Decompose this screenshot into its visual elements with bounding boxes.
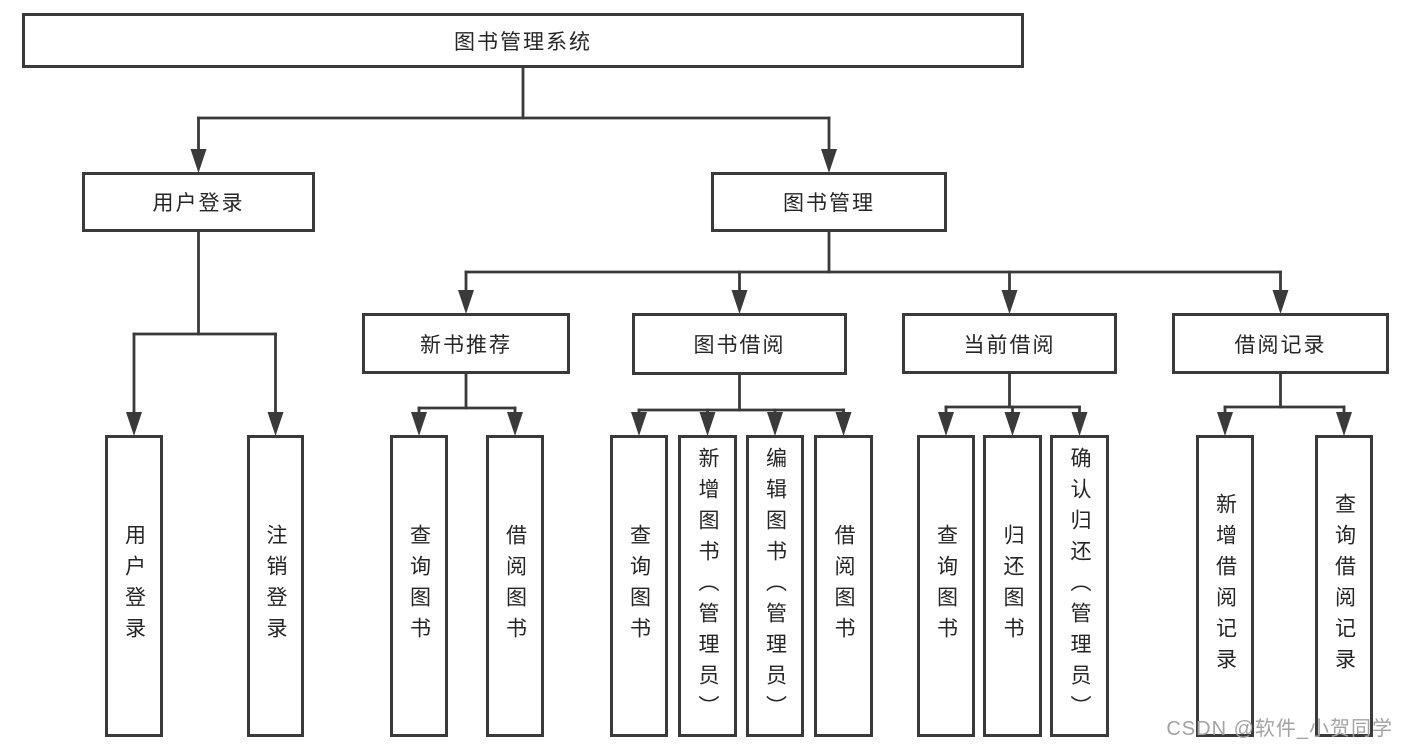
node-user-login: 用户登录 (82, 172, 315, 232)
node-nbr-query: 查询图书 (390, 435, 448, 737)
arrow-down-icon (1071, 412, 1088, 436)
arrow-down-icon (731, 290, 748, 314)
node-label: 注销登录 (264, 524, 287, 648)
node-label: 借阅图书 (832, 524, 855, 648)
arrow-down-icon (767, 412, 783, 436)
arrow-down-icon (190, 149, 207, 173)
node-login: 用户登录 (105, 435, 163, 737)
arrow-down-icon (938, 412, 954, 436)
node-root: 图书管理系统 (22, 13, 1024, 68)
node-label: 归还图书 (1001, 524, 1024, 648)
watermark: CSDN @软件_小贺同学 (1166, 718, 1393, 740)
node-bb-add: 新增图书（管理员） (678, 435, 737, 737)
arrow-down-icon (126, 412, 142, 436)
node-nbr-borrow: 借阅图书 (486, 435, 544, 737)
arrow-down-icon (1336, 412, 1352, 436)
node-new-book-rec: 新书推荐 (362, 313, 570, 374)
node-label: 借阅图书 (503, 524, 527, 648)
node-label: 用户登录 (122, 524, 146, 648)
arrow-down-icon (699, 412, 716, 436)
node-label: 查询图书 (934, 524, 958, 648)
arrow-down-icon (1001, 290, 1018, 314)
node-br-query: 查询借阅记录 (1315, 435, 1373, 737)
arrow-down-icon (821, 149, 837, 173)
arrow-down-icon (507, 412, 523, 436)
node-br-add: 新增借阅记录 (1196, 435, 1254, 737)
node-cb-query: 查询图书 (917, 435, 975, 737)
arrow-down-icon (458, 290, 474, 314)
node-label: 新增图书（管理员） (696, 446, 719, 726)
arrow-down-icon (267, 412, 284, 436)
node-logout: 注销登录 (247, 435, 304, 737)
arrow-down-icon (1272, 290, 1289, 314)
node-cb-return: 归还图书 (983, 435, 1042, 737)
node-book-mgmt: 图书管理 (711, 172, 947, 232)
node-label: 查询图书 (407, 524, 431, 648)
node-label: 新增借阅记录 (1213, 493, 1237, 679)
node-cb-confirm: 确认归还（管理员） (1050, 435, 1109, 737)
node-label: 确认归还（管理员） (1068, 446, 1091, 726)
node-bb-query: 查询图书 (610, 435, 668, 737)
node-bb-borrow: 借阅图书 (814, 435, 873, 737)
arrow-down-icon (411, 412, 427, 436)
node-borrow-records: 借阅记录 (1172, 313, 1389, 374)
arrow-down-icon (1217, 412, 1233, 436)
arrow-down-icon (631, 412, 647, 436)
arrow-down-icon (835, 412, 852, 436)
node-bb-edit: 编辑图书（管理员） (746, 435, 804, 737)
node-label: 编辑图书（管理员） (763, 446, 787, 726)
node-current-borrow: 当前借阅 (902, 313, 1117, 374)
node-label: 查询借阅记录 (1332, 493, 1356, 679)
node-label: 查询图书 (627, 524, 651, 648)
arrow-down-icon (1004, 412, 1021, 436)
node-book-borrow: 图书借阅 (632, 313, 847, 375)
